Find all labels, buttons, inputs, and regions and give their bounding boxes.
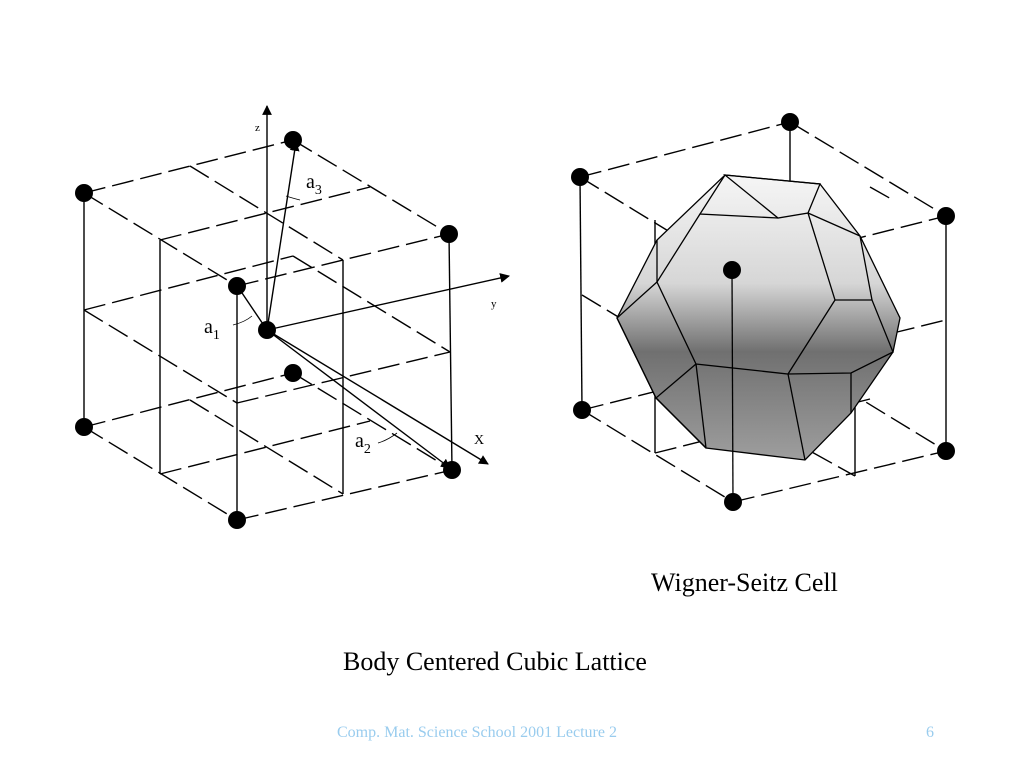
lattice-point bbox=[937, 442, 955, 460]
vector-a1-label: a1 bbox=[204, 316, 220, 343]
y-axis-label: y bbox=[491, 298, 497, 310]
vector-a3-arrow bbox=[266, 141, 300, 331]
lattice-point bbox=[781, 113, 799, 131]
lattice-point bbox=[75, 418, 93, 436]
lattice-point bbox=[723, 261, 741, 279]
wigner-seitz-caption: Wigner-Seitz Cell bbox=[651, 568, 838, 597]
lattice-point bbox=[724, 493, 742, 511]
ws-cell-facets bbox=[616, 174, 894, 461]
lattice-point bbox=[228, 511, 246, 529]
a3-leader bbox=[285, 195, 301, 201]
lattice-point bbox=[443, 461, 461, 479]
lattice-point bbox=[284, 364, 302, 382]
x-axis bbox=[266, 329, 489, 465]
lattice-points-right bbox=[571, 113, 955, 511]
lattice-point bbox=[228, 277, 246, 295]
cube-vertical-edges bbox=[83, 193, 453, 520]
ws-cell-outline bbox=[616, 174, 901, 461]
slide-title-caption: Body Centered Cubic Lattice bbox=[343, 647, 647, 676]
ws-front-edge bbox=[731, 269, 734, 503]
vector-a3-label: a3 bbox=[306, 171, 322, 198]
vector-a2-label: a2 bbox=[355, 430, 371, 457]
vector-a2-arrow bbox=[266, 329, 451, 469]
a2-leader bbox=[377, 432, 398, 444]
page-number: 6 bbox=[926, 724, 934, 741]
lattice-point bbox=[571, 168, 589, 186]
body-center-point bbox=[258, 321, 276, 339]
a1-leader bbox=[232, 315, 253, 326]
lattice-point bbox=[573, 401, 591, 419]
lattice-points-left bbox=[75, 131, 461, 529]
bcc-lattice-diagram bbox=[83, 105, 510, 521]
x-axis-label: X bbox=[474, 433, 484, 448]
wigner-seitz-cell bbox=[616, 174, 901, 461]
lattice-point bbox=[284, 131, 302, 149]
z-axis-label: z bbox=[255, 122, 260, 134]
lattice-point bbox=[75, 184, 93, 202]
y-axis bbox=[266, 273, 510, 331]
footer-text: Comp. Mat. Science School 2001 Lecture 2 bbox=[337, 724, 617, 741]
cube-dashed-edges bbox=[83, 139, 453, 521]
lattice-point bbox=[937, 207, 955, 225]
lattice-point bbox=[440, 225, 458, 243]
